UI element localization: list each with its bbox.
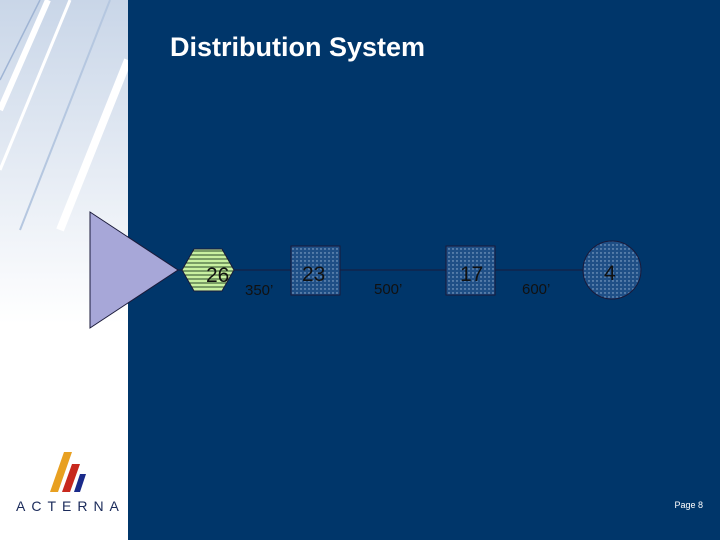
tap-node-hexagon <box>181 248 235 292</box>
tap-node-square <box>290 245 341 296</box>
tap-node-square <box>445 245 496 296</box>
segment-length-label: 350’ <box>245 282 273 299</box>
page-number: Page 8 <box>674 500 703 510</box>
tap-node-label: 4 <box>604 262 616 285</box>
tap-node-label: 23 <box>302 263 325 286</box>
segment-length-label: 500’ <box>374 281 402 298</box>
acterna-logo-icon <box>50 452 86 492</box>
segment-length-label: 600’ <box>522 281 550 298</box>
tap-node-circle <box>582 240 642 300</box>
amplifier-triangle <box>89 211 179 329</box>
tap-node-label: 26 <box>206 264 229 287</box>
acterna-logo-text: ACTERNA <box>16 498 125 514</box>
tap-node-label: 17 <box>460 263 483 286</box>
slide-title: Distribution System <box>170 32 426 62</box>
